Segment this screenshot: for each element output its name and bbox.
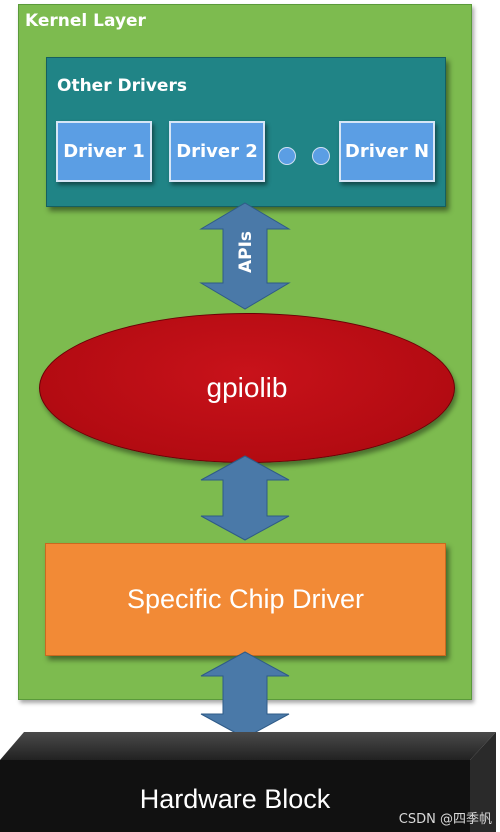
kernel-layer-label: Kernel Layer (25, 11, 146, 31)
driver-2-box: Driver 2 (169, 121, 265, 182)
watermark: CSDN @四季帆 (398, 812, 492, 827)
gpiolib-ellipse: gpiolib (39, 313, 455, 463)
ellipsis-dot (278, 147, 296, 165)
other-drivers-box: Other Drivers Driver 1 Driver 2 Driver N (46, 57, 446, 207)
chip-hardware-double-arrow (200, 651, 290, 739)
apis-double-arrow (199, 202, 291, 310)
other-drivers-label: Other Drivers (57, 76, 187, 96)
apis-label: APIs (236, 230, 256, 274)
ellipsis-dot (312, 147, 330, 165)
hardware-block (0, 732, 496, 832)
gpiolib-chip-double-arrow (200, 455, 290, 541)
driver-1-box: Driver 1 (56, 121, 152, 182)
kernel-layer: Kernel Layer Other Drivers Driver 1 Driv… (18, 4, 472, 700)
driver-n-box: Driver N (339, 121, 435, 182)
hardware-block-label: Hardware Block (139, 784, 331, 814)
specific-chip-driver-box: Specific Chip Driver (45, 543, 446, 656)
